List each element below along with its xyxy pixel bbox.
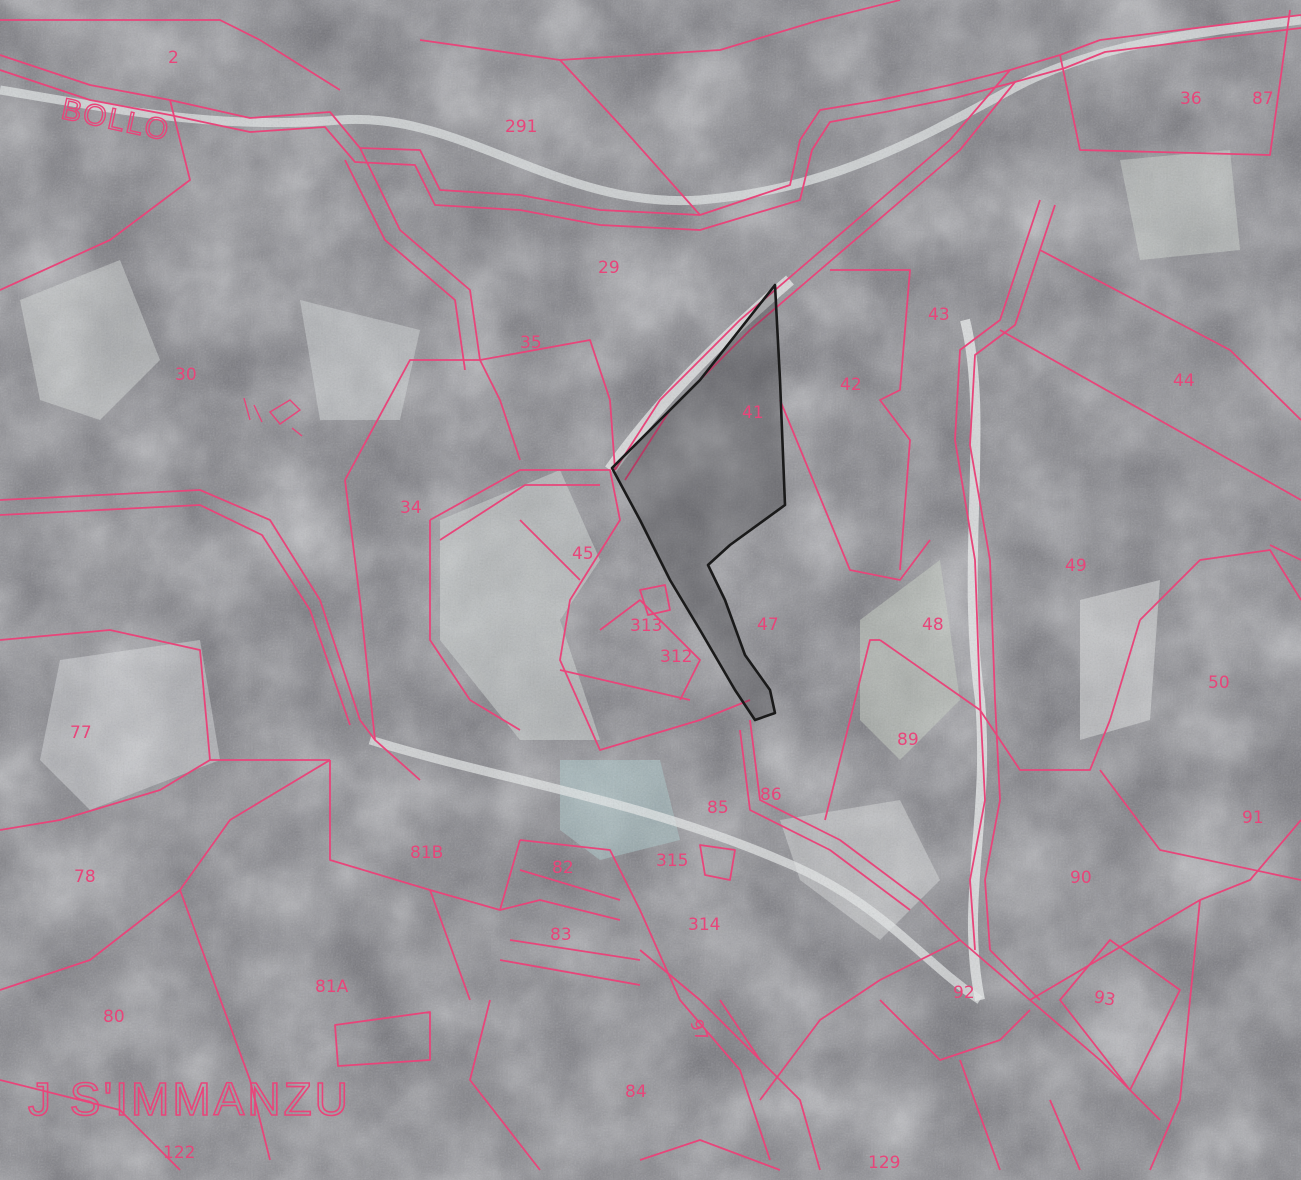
parcel-label[interactable]: 34 xyxy=(400,498,422,518)
parcel-label[interactable]: 312 xyxy=(660,647,692,667)
parcel-label[interactable]: 2 xyxy=(168,48,179,68)
parcel-label[interactable]: 314 xyxy=(688,915,720,935)
parcel-label[interactable]: 77 xyxy=(70,723,92,743)
parcel-label[interactable]: 36 xyxy=(1180,89,1202,109)
parcel-label[interactable]: 92 xyxy=(953,983,975,1003)
parcel-label[interactable]: 45 xyxy=(572,544,594,564)
parcel-label[interactable]: 85 xyxy=(707,798,729,818)
parcel-label[interactable]: 47 xyxy=(757,615,779,635)
parcel-label[interactable]: 313 xyxy=(630,616,662,636)
parcel-label[interactable]: 30 xyxy=(175,365,197,385)
parcel-label[interactable]: 81B xyxy=(410,843,443,863)
parcel-label[interactable]: 48 xyxy=(922,615,944,635)
parcel-label[interactable]: 93 xyxy=(1092,987,1117,1010)
parcel-label[interactable]: 29 xyxy=(598,258,620,278)
small-parcel-marks xyxy=(243,397,303,437)
parcel-label[interactable]: 315 xyxy=(656,851,688,871)
parcel-label[interactable]: 35 xyxy=(520,333,542,353)
parcel-label[interactable]: 42 xyxy=(840,375,862,395)
parcel-label[interactable]: 87 xyxy=(1252,89,1274,109)
parcel-label[interactable]: 122 xyxy=(163,1143,195,1163)
parcel-label[interactable]: 80 xyxy=(103,1007,125,1027)
parcel-label[interactable]: 83 xyxy=(550,925,572,945)
parcel-label[interactable]: 43 xyxy=(928,305,950,325)
parcel-label[interactable]: 291 xyxy=(505,117,537,137)
parcel-label[interactable]: 91 xyxy=(1242,808,1264,828)
parcel-label[interactable]: 50 xyxy=(1208,673,1230,693)
highlighted-parcel-outline[interactable] xyxy=(610,283,787,722)
parcel-label[interactable]: 86 xyxy=(760,785,782,805)
parcel-label[interactable]: 78 xyxy=(74,867,96,887)
parcel-label[interactable]: 41 xyxy=(742,403,764,423)
parcel-labels: 2 291 36 87 29 43 30 35 41 42 44 34 45 3… xyxy=(70,48,1274,1173)
locality-label: J S'IMMANZU xyxy=(28,1073,351,1125)
parcel-label[interactable]: 84 xyxy=(625,1082,647,1102)
parcel-label[interactable]: 81A xyxy=(315,977,349,997)
parcel-label[interactable]: 82 xyxy=(552,858,574,878)
parcel-label[interactable]: 129 xyxy=(868,1153,900,1173)
parcel-label[interactable]: 89 xyxy=(897,730,919,750)
parcel-label[interactable]: 49 xyxy=(1065,556,1087,576)
parcel-label[interactable]: 44 xyxy=(1173,371,1195,391)
parcel-label[interactable]: 90 xyxy=(1070,868,1092,888)
